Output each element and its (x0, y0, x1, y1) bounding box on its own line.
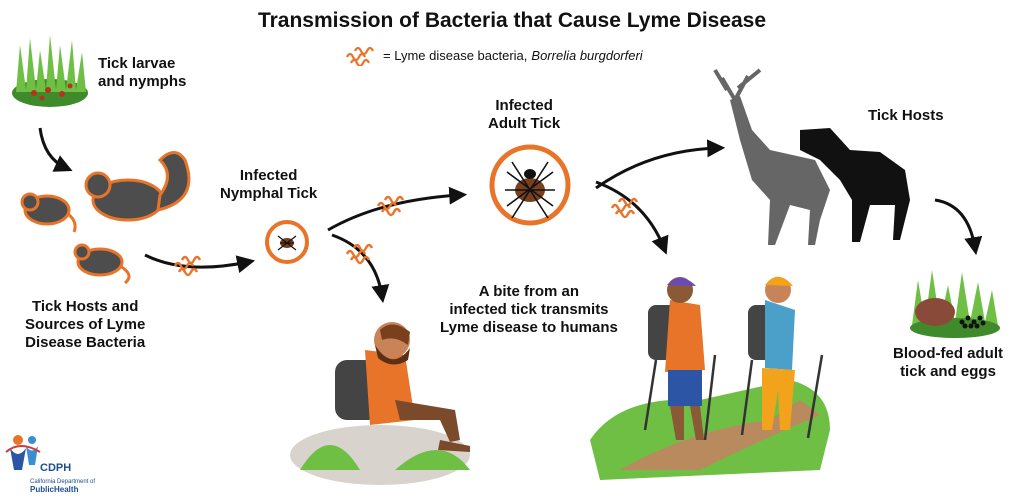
sitting-hiker-icon (290, 322, 470, 485)
legend-text: = Lyme disease bacteria, (383, 47, 528, 63)
label-line: and nymphs (98, 73, 187, 90)
label-line: tick and eggs (900, 363, 996, 380)
label-line: Tick Hosts (868, 107, 944, 124)
deer-buck-icon (713, 68, 830, 245)
label-line: Disease Bacteria (25, 334, 146, 351)
label-line: infected tick transmits (449, 301, 609, 318)
bloodfed-tick-grass-icon (910, 270, 1000, 338)
label-tick-hosts: Tick Hosts (868, 107, 944, 125)
label-line: A bite from an (478, 283, 580, 300)
deer-doe-icon (800, 128, 910, 242)
logo-subtitle: California Department of PublicHealth (30, 479, 96, 494)
arrow-larvae-to-hosts (38, 127, 73, 172)
bacteria-icon (376, 195, 405, 217)
legend: = Lyme disease bacteria, Borrelia burgdo… (345, 44, 643, 66)
label-larvae: Tick larvae and nymphs (98, 55, 186, 91)
logo-name: CDPH (40, 462, 72, 474)
label-blood-fed: Blood-fed adult tick and eggs (893, 345, 1003, 381)
label-line: Tick Hosts and (31, 298, 139, 315)
diagram-title: Transmission of Bacteria that Cause Lyme… (257, 9, 767, 32)
bacteria-legend-icon (346, 46, 374, 66)
arrow-hosts-to-bloodfed (934, 198, 983, 256)
label-line: Tick larvae (98, 55, 176, 72)
hiker-purple-hat-icon (643, 277, 717, 441)
logo-line: PublicHealth (30, 485, 79, 494)
label-line: Adult Tick (488, 115, 561, 132)
arrow-nymph-to-adult (327, 186, 468, 232)
label-hosts-sources: Tick Hosts and Sources of Lyme Disease B… (25, 298, 145, 352)
cdph-logo-icon (5, 435, 41, 470)
legend-scientific-name: Borrelia burgdorferi (531, 47, 643, 63)
arrow-adult-to-humans (595, 180, 669, 255)
label-nymphal-tick: Infected Nymphal Tick (220, 167, 317, 203)
adult-tick-icon (489, 144, 571, 226)
arrow-hosts-to-nymph (144, 253, 256, 273)
arrow-adult-to-hosts (595, 139, 726, 190)
label-line: Sources of Lyme (25, 316, 146, 333)
logo-line: California Department of (30, 479, 96, 485)
label-line: Blood-fed adult (893, 345, 1003, 362)
label-adult-tick: Infected Adult Tick (488, 97, 560, 133)
bacteria-icon (345, 243, 374, 265)
mouse-icon (20, 192, 77, 233)
squirrel-icon (84, 151, 191, 222)
rat-icon (73, 243, 131, 285)
larvae-grass-icon (12, 35, 88, 107)
label-line: Infected (495, 97, 553, 114)
label-bite-transmits: A bite from an infected tick transmits L… (440, 283, 618, 337)
hiker-orange-hat-icon (740, 276, 824, 439)
label-line: Nymphal Tick (220, 185, 318, 202)
label-line: Infected (239, 167, 298, 184)
nymphal-tick-icon (265, 220, 309, 264)
label-line: Lyme disease to humans (440, 319, 618, 336)
